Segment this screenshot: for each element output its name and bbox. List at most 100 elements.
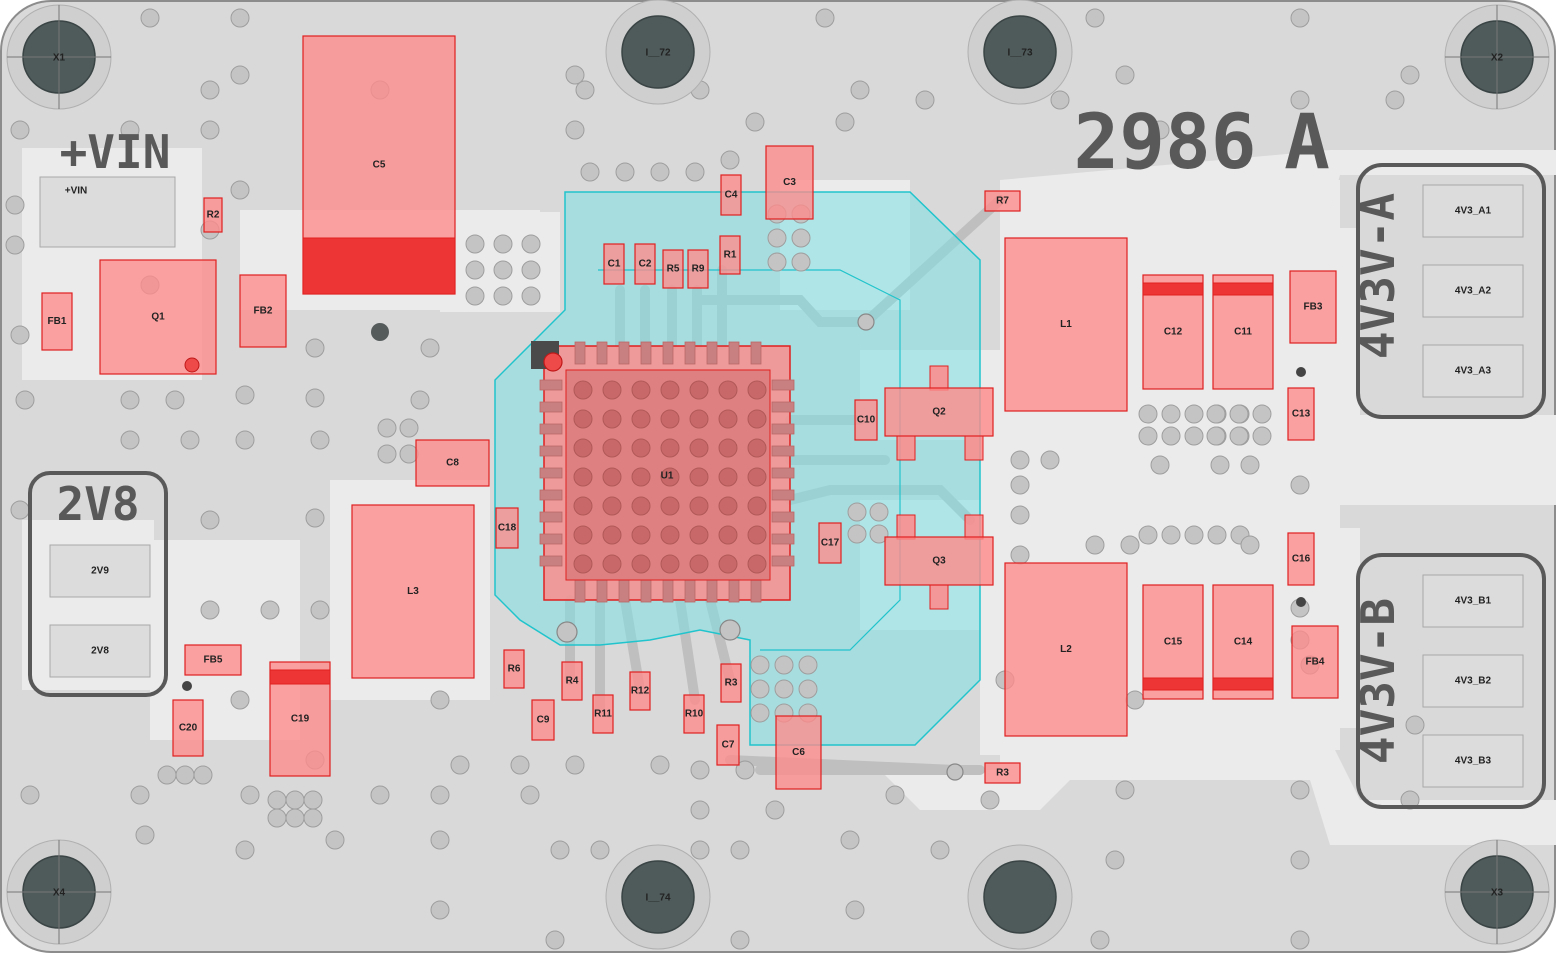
silk-label-vin: +VIN — [60, 125, 171, 179]
via — [1120, 535, 1140, 555]
u1-thermal-via — [602, 438, 622, 458]
via — [869, 524, 889, 544]
via — [750, 679, 770, 699]
u1-pin — [684, 341, 696, 365]
component-r10 — [683, 694, 705, 734]
component-r5 — [662, 249, 684, 289]
designator-r3-left: R3 — [725, 678, 738, 689]
via — [521, 260, 541, 280]
u1-thermal-via — [573, 380, 593, 400]
u1-thermal-via — [747, 467, 767, 487]
via — [310, 600, 330, 620]
via — [930, 840, 950, 860]
via — [857, 313, 875, 331]
via — [1085, 535, 1105, 555]
pad-out-a-1 — [1422, 184, 1524, 238]
u1-thermal-via — [602, 554, 622, 574]
via — [377, 418, 397, 438]
designator-c18: C18 — [498, 523, 517, 534]
via — [305, 388, 325, 408]
silk-label-out-a: 4V3V-A — [1351, 193, 1405, 359]
via — [1161, 404, 1181, 424]
u1-thermal-via — [718, 467, 738, 487]
u1-thermal-via — [631, 525, 651, 545]
via — [1210, 455, 1230, 475]
u1-thermal-via — [747, 409, 767, 429]
pad-out-a-3-label: 4V3_A3 — [1455, 366, 1492, 377]
component-c1 — [603, 243, 625, 285]
designator-r4: R4 — [566, 676, 579, 687]
via — [1207, 525, 1227, 545]
u1-thermal-via — [747, 438, 767, 458]
u1-thermal-via — [573, 438, 593, 458]
u1-pin1-dot — [543, 352, 563, 372]
designator-r1: R1 — [724, 250, 737, 261]
silk-outline-2v8 — [28, 471, 168, 697]
u1-thermal-via — [689, 525, 709, 545]
u1-thermal-via — [747, 554, 767, 574]
via — [980, 790, 1000, 810]
via — [550, 840, 570, 860]
u1-thermal-via — [747, 525, 767, 545]
via — [885, 785, 905, 805]
via — [10, 325, 30, 345]
via — [1405, 715, 1425, 735]
designator-fb3: FB3 — [1304, 302, 1323, 313]
component-l2 — [1004, 562, 1128, 737]
pad-out-b-2-label: 4V3_B2 — [1455, 676, 1492, 687]
u1-pin — [539, 379, 563, 391]
via — [230, 8, 250, 28]
u1-pin — [662, 341, 674, 365]
u1-pin — [574, 341, 586, 365]
u1-thermal-via — [660, 525, 680, 545]
via — [565, 755, 585, 775]
via — [430, 785, 450, 805]
component-q1 — [99, 259, 217, 375]
component-fb5 — [184, 644, 242, 676]
component-c18 — [495, 507, 519, 549]
u1-thermal-via — [689, 554, 709, 574]
u1-thermal-via — [573, 496, 593, 516]
component-c4 — [720, 174, 742, 216]
via — [690, 800, 710, 820]
via — [10, 120, 30, 140]
u1-thermal-via — [573, 409, 593, 429]
component-highlight-band — [1212, 282, 1274, 296]
mounting-hole-label: X4 — [53, 888, 66, 899]
pad-2v9-label: 2V9 — [91, 566, 109, 577]
via — [200, 120, 220, 140]
via — [135, 825, 155, 845]
component-c2 — [634, 243, 656, 285]
u1-pin — [574, 579, 586, 603]
via — [285, 808, 305, 828]
u1-thermal-via — [689, 467, 709, 487]
component-q2 — [884, 387, 994, 437]
via — [1115, 780, 1135, 800]
component-c7 — [716, 724, 740, 766]
via — [1206, 404, 1226, 424]
designator-r12: R12 — [631, 686, 650, 697]
u1-pin — [618, 341, 630, 365]
component-c6 — [775, 715, 822, 790]
via — [410, 390, 430, 410]
via — [1252, 404, 1272, 424]
via — [791, 252, 811, 272]
u1-thermal-via — [631, 496, 651, 516]
mounting-hole-label: X1 — [53, 53, 66, 64]
u1-pin — [728, 579, 740, 603]
component-c13 — [1287, 387, 1315, 441]
via — [1184, 426, 1204, 446]
designator-c2: C2 — [639, 259, 652, 270]
copper-pour-region — [980, 415, 1556, 505]
via — [1150, 120, 1170, 140]
u1-pin — [750, 579, 762, 603]
designator-c19: C19 — [291, 714, 310, 725]
via — [1290, 475, 1310, 495]
u1-pin — [596, 579, 608, 603]
via — [267, 808, 287, 828]
mounting-hole-label: I__73 — [1007, 48, 1032, 59]
via — [798, 655, 818, 675]
via — [1010, 505, 1030, 525]
via — [200, 600, 220, 620]
component-fb3 — [1289, 270, 1337, 344]
